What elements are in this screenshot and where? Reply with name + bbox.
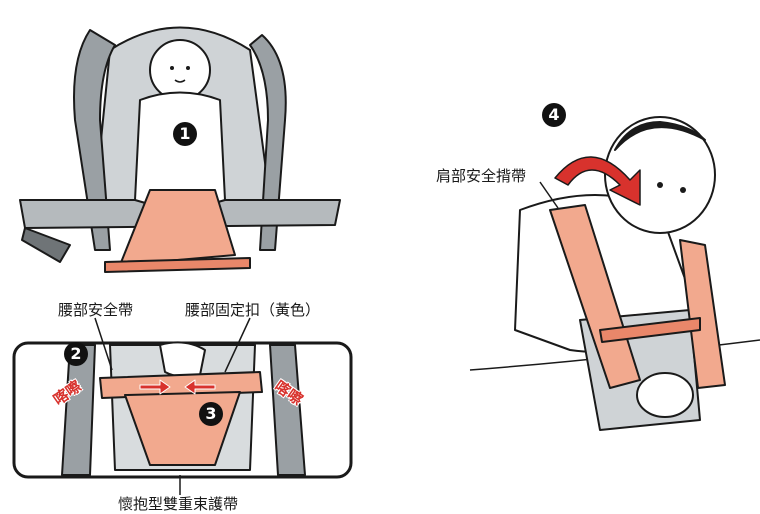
shoulder-strap-label: 肩部安全揹帶 <box>436 165 526 186</box>
hip-strap-label: 懷抱型雙重束護帶 <box>118 493 238 514</box>
step-3-marker: 3 <box>199 402 223 426</box>
step-2-marker: 2 <box>64 342 88 366</box>
waist-belt-label: 腰部安全帶 <box>58 299 133 320</box>
wearing-carrier-illustration <box>470 117 760 430</box>
step-1-marker: 1 <box>173 122 197 146</box>
carrier-top-illustration <box>20 28 340 273</box>
waist-buckle-label: 腰部固定扣（黃色） <box>185 299 320 320</box>
step-4-marker: 4 <box>542 103 566 127</box>
